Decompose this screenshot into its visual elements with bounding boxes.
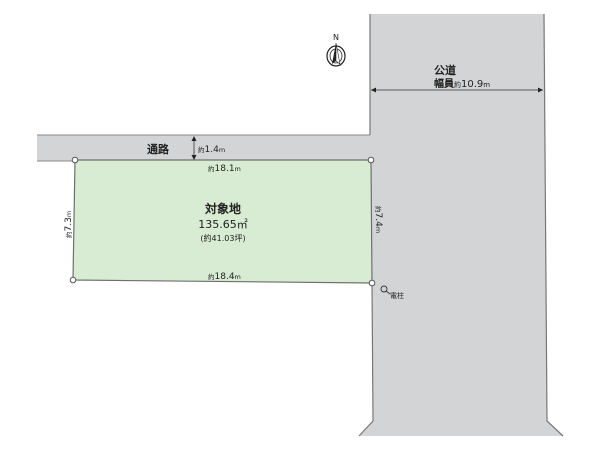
utility-pole-icon: [380, 285, 391, 295]
lot-top-dimension: 約18.1m: [208, 164, 241, 174]
lot-right-dimension: 約7.4m: [373, 206, 383, 233]
svg-text:N: N: [333, 33, 339, 42]
public-road-width-label: 幅員約10.9m: [434, 77, 490, 90]
public-road-right-edge: [543, 13, 564, 437]
lot-area-tsubo: (約41.03坪): [200, 233, 245, 243]
public-road-left-edge-lower: [358, 282, 374, 437]
lot-area: 135.65㎡: [198, 218, 248, 231]
public-road-area: [359, 14, 563, 436]
lot-corner-marker: [69, 276, 77, 284]
public-road-title: 公道: [434, 63, 456, 77]
passage-title: 通路: [147, 142, 170, 156]
north-compass-icon: N: [326, 33, 346, 67]
lot-bottom-dimension: 約18.4m: [208, 272, 241, 282]
passage-width-label: 約1.4m: [198, 145, 225, 155]
lot-corner-marker: [367, 156, 375, 164]
passage-width-arrow: [191, 136, 197, 160]
lot-corner-marker: [368, 279, 376, 287]
passage-area: [37, 135, 373, 161]
public-road-width-arrow: [371, 87, 543, 93]
utility-pole-label: 電柱: [390, 291, 404, 300]
lot-corner-marker: [71, 156, 79, 164]
lot-left-dimension: 約7.3m: [64, 211, 74, 238]
lot-title: 対象地: [204, 201, 241, 216]
